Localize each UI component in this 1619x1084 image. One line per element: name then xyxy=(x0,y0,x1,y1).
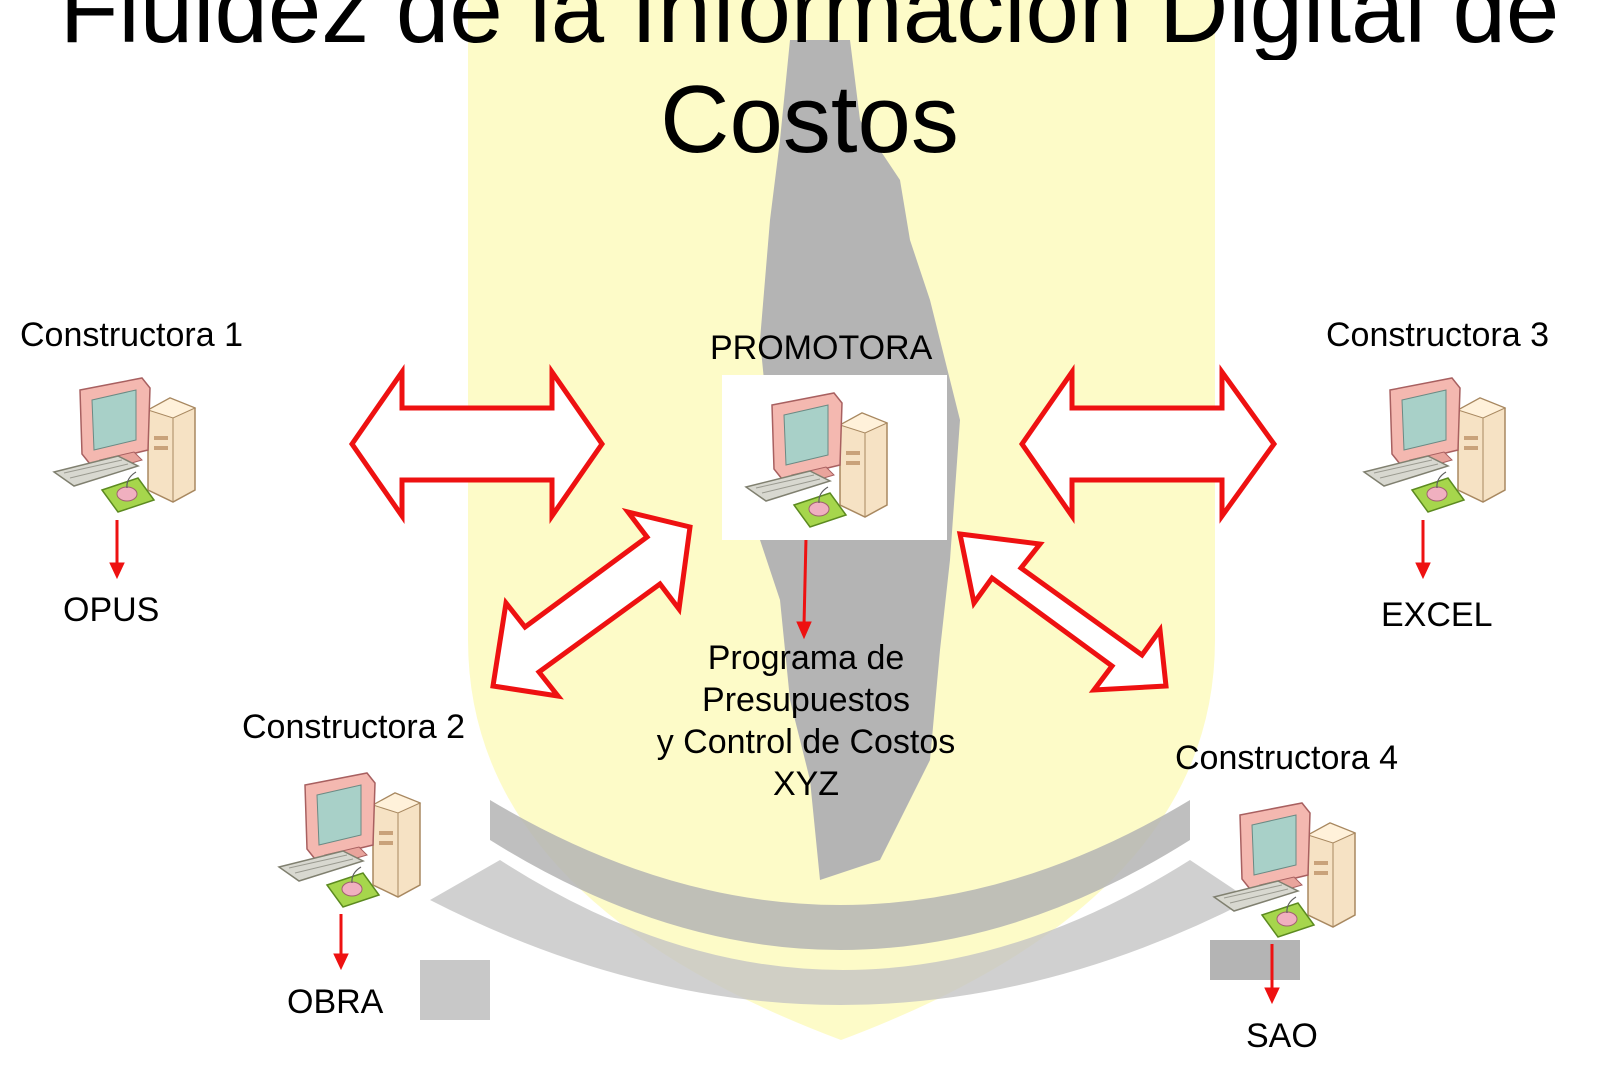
double-arrow-c2-promotora xyxy=(490,507,693,700)
promotora-software-block: Programa de Presupuestos y Control de Co… xyxy=(626,637,986,805)
down-arrow-c2 xyxy=(333,953,349,971)
constructora-2-software: OBRA xyxy=(287,983,384,1021)
constructora-4-label: Constructora 4 xyxy=(1175,739,1398,777)
double-arrow-c1-promotora xyxy=(348,364,606,524)
slide-title-line1: Fluidez de la Información Digital de xyxy=(59,0,1560,60)
constructora-2-label: Constructora 2 xyxy=(242,708,465,746)
computer-icon xyxy=(53,377,196,513)
double-arrow-promotora-c3 xyxy=(1018,364,1278,524)
promotora-software-line: Programa de xyxy=(707,639,905,677)
watermark-base xyxy=(1210,940,1300,980)
watermark-band xyxy=(490,800,1190,950)
constructora-3-software: EXCEL xyxy=(1381,596,1493,634)
constructora-3-label: Constructora 3 xyxy=(1326,316,1549,354)
double-arrow-promotora-c4 xyxy=(956,531,1169,693)
computer-icon xyxy=(1213,802,1356,938)
promotora-software-line: y Control de Costos xyxy=(656,723,956,761)
watermark-band-lower xyxy=(430,860,1250,1005)
slide-title-line2: Costos xyxy=(660,70,959,170)
promotora-label: PROMOTORA xyxy=(710,329,933,367)
down-arrow-c3 xyxy=(1415,562,1431,580)
down-arrow-c1 xyxy=(109,562,125,580)
computer-icon xyxy=(1363,377,1506,513)
constructora-1-label: Constructora 1 xyxy=(20,316,243,354)
down-arrow-c4 xyxy=(1264,987,1280,1005)
promotora-software-line: XYZ xyxy=(772,765,840,803)
constructora-1-software: OPUS xyxy=(63,591,160,629)
watermark-base-left xyxy=(420,960,490,1020)
computer-icon xyxy=(722,375,947,540)
constructora-4-software: SAO xyxy=(1246,1017,1318,1055)
down-arrow-promotora xyxy=(796,621,812,640)
computer-icon xyxy=(278,772,421,908)
promotora-software-line: Presupuestos xyxy=(702,681,910,719)
